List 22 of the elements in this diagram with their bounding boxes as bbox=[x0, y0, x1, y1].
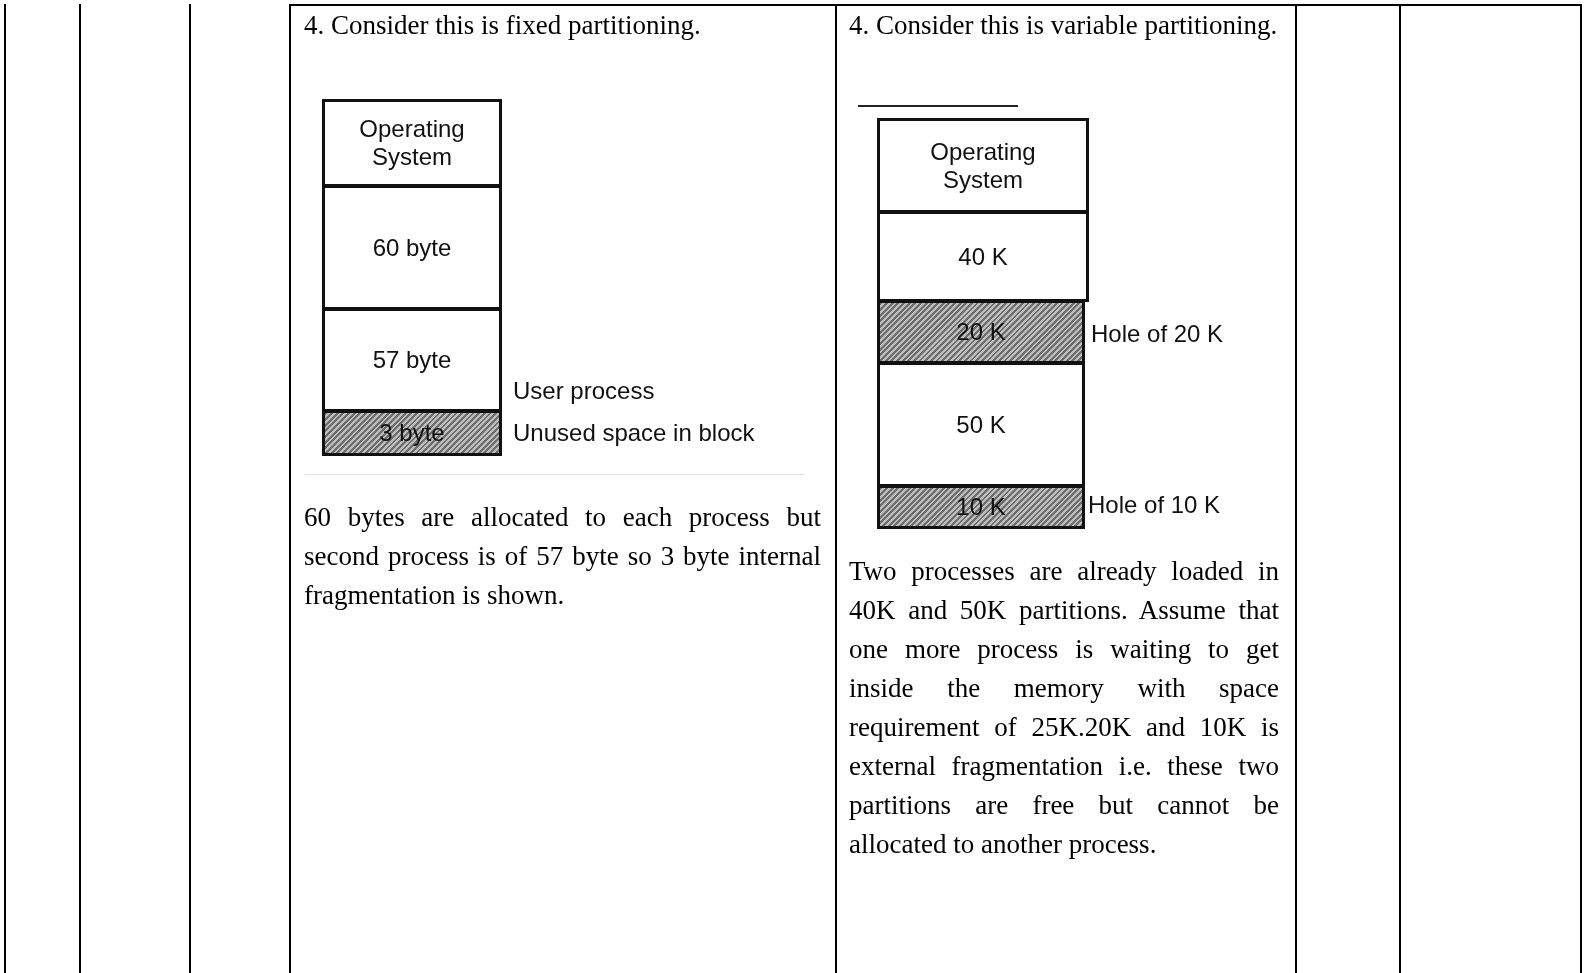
block-label: 57 byte bbox=[372, 346, 452, 374]
block-label: 50 K bbox=[956, 410, 1006, 439]
memory-block bbox=[322, 99, 502, 187]
paragraph-text: 4. Consider this is variable partitioning. bbox=[849, 9, 1279, 42]
paragraph-text: 4. Consider this is fixed partitioning. bbox=[304, 9, 702, 42]
paragraph-text: 60 bytes are allocated to each process but second process is of 57 byte so 3 byte internal fragmentation is shown. bbox=[304, 501, 821, 612]
memory-block bbox=[877, 118, 1089, 213]
block-label: 40 K bbox=[958, 242, 1008, 271]
block-caption: Unused space in block bbox=[513, 419, 755, 447]
block-label: 10 K bbox=[956, 493, 1006, 521]
block-caption: Hole of 20 K bbox=[1091, 320, 1224, 348]
unused-memory-block bbox=[877, 485, 1085, 529]
memory-block bbox=[322, 185, 502, 310]
block-label: 20 K bbox=[956, 318, 1006, 346]
unused-memory-block bbox=[322, 410, 502, 456]
block-caption: User process bbox=[513, 377, 655, 405]
unused-memory-block bbox=[877, 300, 1085, 364]
block-label: Operating System bbox=[929, 137, 1037, 194]
block-caption: Hole of 10 K bbox=[1088, 491, 1221, 519]
block-label: Operating System bbox=[358, 115, 466, 171]
paragraph-text: Two processes are already loaded in 40K and 50K partitions. Assume that one more process is waiting to get inside the memory with space requirement of 25K.20K and 10K is external fragmentation i.e. these two partitions are free but cannot be allocated to another process. bbox=[849, 555, 1279, 861]
block-label: 60 byte bbox=[372, 233, 452, 262]
